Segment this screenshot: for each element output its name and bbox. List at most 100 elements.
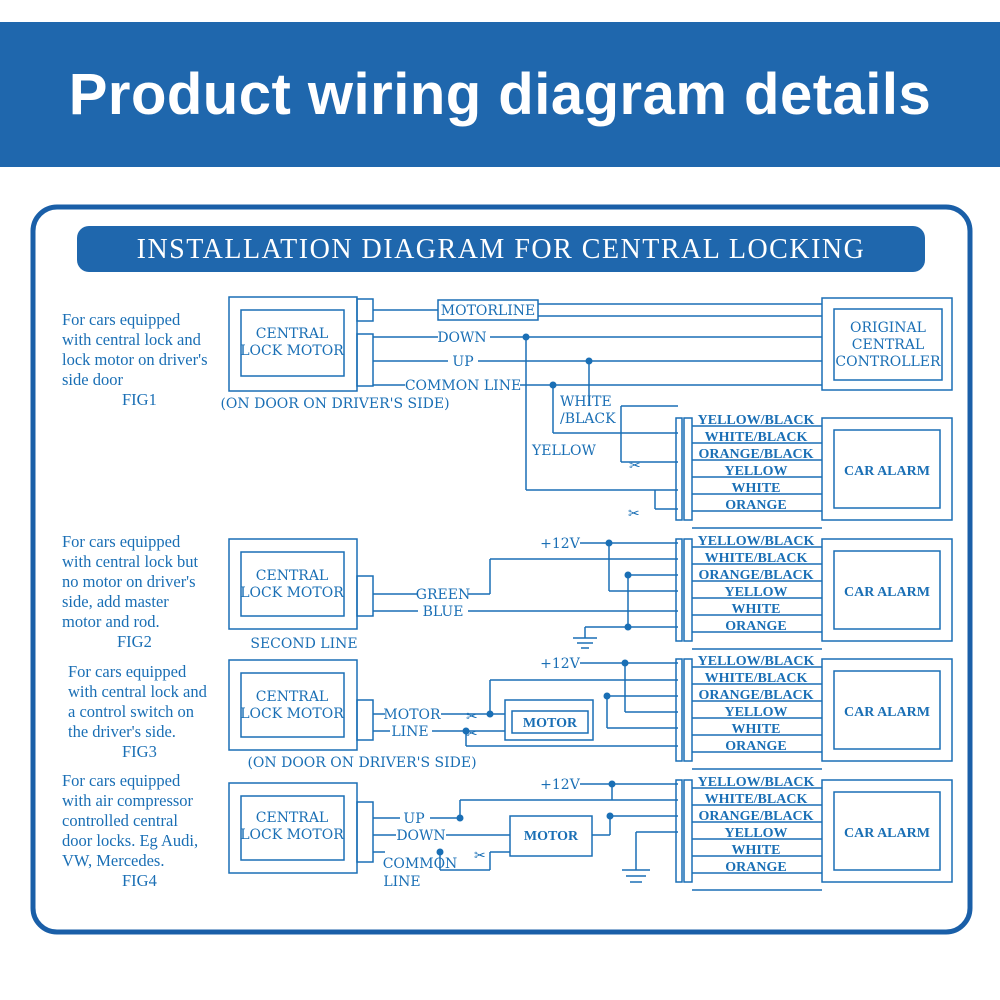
alarm-wire-label: WHITE/BLACK [705, 430, 808, 445]
alarm-wire-label: ORANGE/BLACK [698, 447, 813, 462]
fig3-wire-line: LINE [391, 724, 428, 740]
fig4-description: For cars equipped with air compressor co… [62, 771, 198, 890]
alarm-wire-label: YELLOW/BLACK [698, 413, 815, 428]
svg-text:side, add master: side, add master [62, 592, 169, 611]
fig1-module-label-2: LOCK MOTOR [240, 343, 344, 359]
fig1-controller-outer [821, 297, 953, 391]
fig1-label-black: /BLACK [560, 411, 616, 427]
alarm-wire-label: WHITE [731, 602, 780, 617]
svg-text:FIG3: FIG3 [122, 742, 157, 761]
svg-text:with central lock but: with central lock but [62, 552, 199, 571]
alarm-wire-label: ORANGE [725, 619, 786, 634]
alarm-wire-label: WHITE [731, 722, 780, 737]
svg-text:✂: ✂ [466, 726, 478, 742]
fig2-power: +12V [540, 536, 581, 552]
svg-text:For cars equipped: For cars equipped [62, 310, 181, 329]
header-banner: Product wiring diagram details [0, 22, 1000, 167]
car-alarm-label: CAR ALARM [844, 585, 930, 600]
fig4-wire-common: COMMON [383, 856, 458, 872]
alarm-wire-label: YELLOW [724, 464, 787, 479]
svg-text:FIG2: FIG2 [117, 632, 152, 651]
fig4-motor-label: MOTOR [524, 829, 579, 844]
fig3-motor-inner [511, 710, 589, 734]
fig4-module-label: CENTRAL [256, 810, 328, 826]
fig4-motor-outer [509, 815, 593, 857]
svg-text:no motor on driver's: no motor on driver's [62, 572, 196, 591]
fig2-module-label: CENTRAL [256, 568, 328, 584]
svg-text:door locks. Eg Audi,: door locks. Eg Audi, [62, 831, 198, 850]
alarm-wire-label: WHITE/BLACK [705, 792, 808, 807]
fig3-motor-label: MOTOR [523, 716, 578, 731]
svg-text:✂: ✂ [629, 458, 641, 474]
alarm-wire-label: YELLOW [724, 826, 787, 841]
page-title: Product wiring diagram details [68, 62, 932, 127]
svg-text:FIG4: FIG4 [122, 871, 157, 890]
car-alarm-label: CAR ALARM [844, 826, 930, 841]
alarm-wire-label: ORANGE [725, 498, 786, 513]
fig3-wire-motor: MOTOR [383, 707, 441, 723]
fig1-description: For cars equipped with central lock and … [62, 310, 208, 409]
fig2-wire-blue: BLUE [423, 604, 464, 620]
svg-text:with air compressor: with air compressor [62, 791, 194, 810]
alarm-wire-label: YELLOW/BLACK [698, 654, 815, 669]
car-alarm-label: CAR ALARM [844, 464, 930, 479]
fig4-wire-down: DOWN [396, 828, 445, 844]
diagram-title-bar [77, 226, 925, 272]
fig1-label-yellow: YELLOW [531, 443, 597, 459]
diagram-frame [30, 204, 973, 935]
svg-text:the driver's side.: the driver's side. [68, 722, 176, 741]
alarm-wire-label: YELLOW [724, 585, 787, 600]
svg-text:For cars equipped: For cars equipped [68, 662, 187, 681]
alarm-wire-label: WHITE/BLACK [705, 671, 808, 686]
svg-text:controlled central: controlled central [62, 811, 178, 830]
svg-text:FIG1: FIG1 [122, 390, 157, 409]
fig4-module-inner [240, 795, 345, 861]
fig3-caption: (ON DOOR ON DRIVER'S SIDE) [247, 755, 476, 771]
svg-text:a control switch on: a control switch on [68, 702, 194, 721]
svg-text:motor and rod.: motor and rod. [62, 612, 160, 631]
alarm-wire-label: YELLOW [724, 705, 787, 720]
fig2-module-label-2: LOCK MOTOR [240, 585, 344, 601]
alarm-wire-label: WHITE [731, 843, 780, 858]
fig1-module-inner [240, 309, 345, 377]
alarm-wire-label: ORANGE [725, 739, 786, 754]
fig3-module-label: CENTRAL [256, 689, 328, 705]
alarm-wire-label: ORANGE/BLACK [698, 568, 813, 583]
fig2-description: For cars equipped with central lock but … [62, 532, 199, 651]
fig4-wire-up: UP [403, 811, 424, 827]
fig4-module-label-2: LOCK MOTOR [240, 827, 344, 843]
svg-text:with central lock and: with central lock and [62, 330, 202, 349]
fig1-controller-label: ORIGINAL [850, 320, 926, 336]
fig1-wire-motorline: MOTORLINE [441, 303, 535, 319]
fig3-module-inner [240, 672, 345, 738]
fig1-caption: (ON DOOR ON DRIVER'S SIDE) [220, 396, 449, 412]
fig1-wire-down: DOWN [437, 330, 486, 346]
svg-text:lock motor on driver's: lock motor on driver's [62, 350, 208, 369]
fig1-module-label: CENTRAL [256, 326, 328, 342]
fig1-wire-up: UP [452, 354, 473, 370]
fig3-motor-outer [504, 699, 594, 741]
fig1-controller-inner [833, 308, 943, 381]
fig3-description: For cars equipped with central lock and … [68, 662, 208, 761]
fig3-module-label-2: LOCK MOTOR [240, 706, 344, 722]
fig1-controller-label-2: CENTRAL [852, 337, 924, 353]
fig2-wire-green: GREEN [416, 587, 470, 603]
alarm-wire-label: ORANGE/BLACK [698, 809, 813, 824]
fig1-controller-label-3: CONTROLLER [835, 354, 941, 370]
alarm-wire-label: YELLOW/BLACK [698, 534, 815, 549]
fig2-module-inner [240, 551, 345, 617]
svg-text:side door: side door [62, 370, 123, 389]
car-alarm-block-3: YELLOW/BLACKWHITE/BLACKORANGE/BLACKYELLO… [675, 654, 953, 770]
fig3-power: +12V [540, 656, 581, 672]
fig1-wire-common: COMMON LINE [405, 378, 521, 394]
diagram-title: INSTALLATION DIAGRAM FOR CENTRAL LOCKING [137, 234, 866, 265]
car-alarm-block-2: YELLOW/BLACK WHITE/BLACK ORANGE/BLACK YELLO… [675, 534, 953, 650]
fig1-label-white: WHITE [560, 394, 612, 410]
car-alarm-label: CAR ALARM [844, 705, 930, 720]
fig4-wire-line: LINE [383, 874, 420, 890]
svg-text:For cars equipped: For cars equipped [62, 771, 181, 790]
svg-text:✂: ✂ [466, 709, 478, 725]
alarm-wire-label: WHITE/BLACK [705, 551, 808, 566]
alarm-wire-label: WHITE [731, 481, 780, 496]
